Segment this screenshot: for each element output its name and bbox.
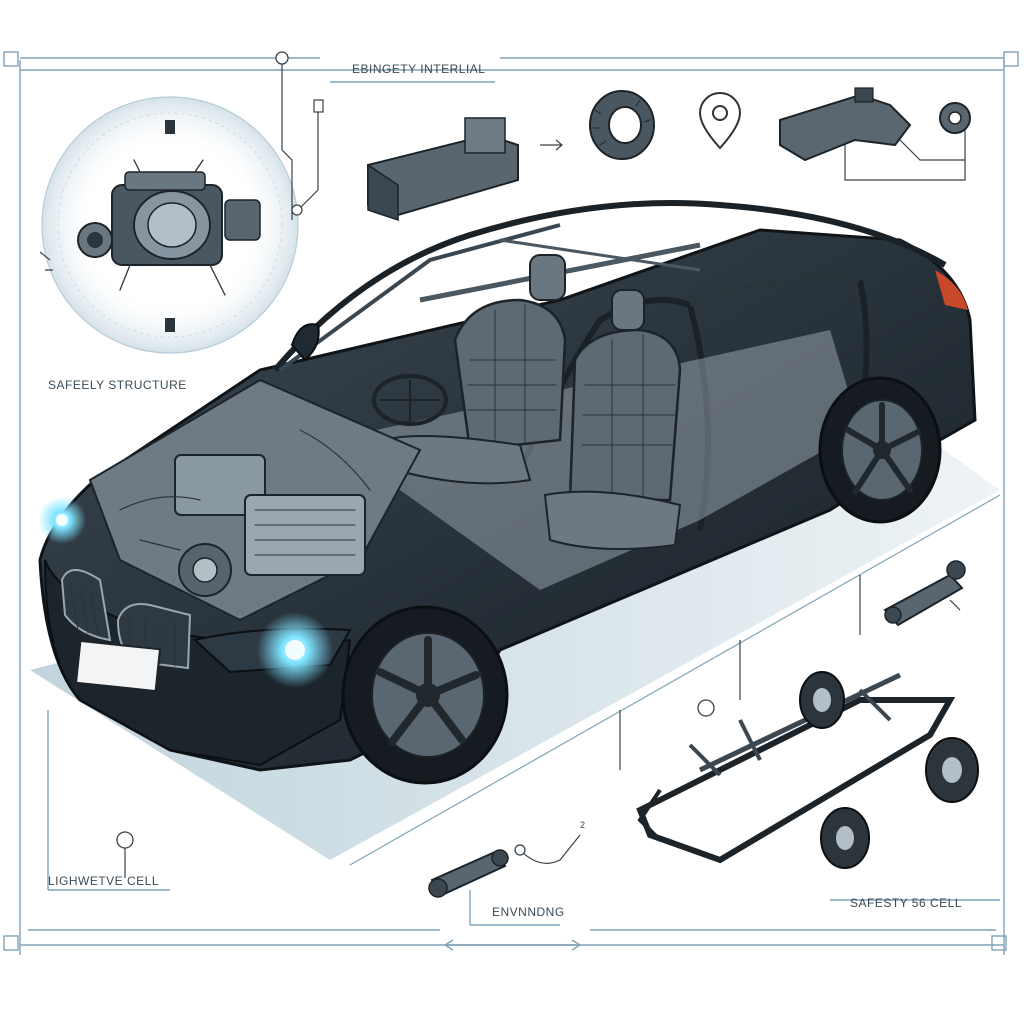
label-small-mark: 2 (580, 820, 586, 830)
blueprint-frame (3, 51, 1019, 955)
washer-part (939, 102, 971, 134)
crossbeam-part (367, 117, 519, 222)
left-markers (116, 699, 715, 878)
small-shaft-part (428, 834, 581, 898)
engine-detail-circle (39, 96, 299, 354)
front-seat-right (543, 289, 682, 550)
steering-wheel (372, 374, 448, 426)
chassis-bracket-part (779, 87, 912, 162)
location-pin-icon (698, 92, 742, 150)
engine-block-icon (77, 159, 261, 296)
label-lightweight-cell: LIGHWETVE CELL (48, 874, 160, 888)
chassis-frame-icon (636, 671, 979, 869)
side-mirror (290, 323, 320, 362)
headlight-glow (38, 496, 333, 688)
label-safety-cell: SAFESTY 56 CELL (850, 896, 962, 910)
rear-wheel (818, 376, 942, 524)
engine-bay (88, 378, 422, 622)
driveshaft-icon (883, 560, 966, 627)
label-safety-structure: SAFEELY STRUCTURE (48, 378, 187, 392)
label-top: EBINGETY INTERLIAL (352, 62, 486, 76)
front-wheel (341, 605, 509, 785)
front-seat-left (383, 254, 567, 485)
label-bottom-center: ENVNNDNG (492, 905, 565, 919)
bearing-ring-icon (589, 90, 655, 160)
